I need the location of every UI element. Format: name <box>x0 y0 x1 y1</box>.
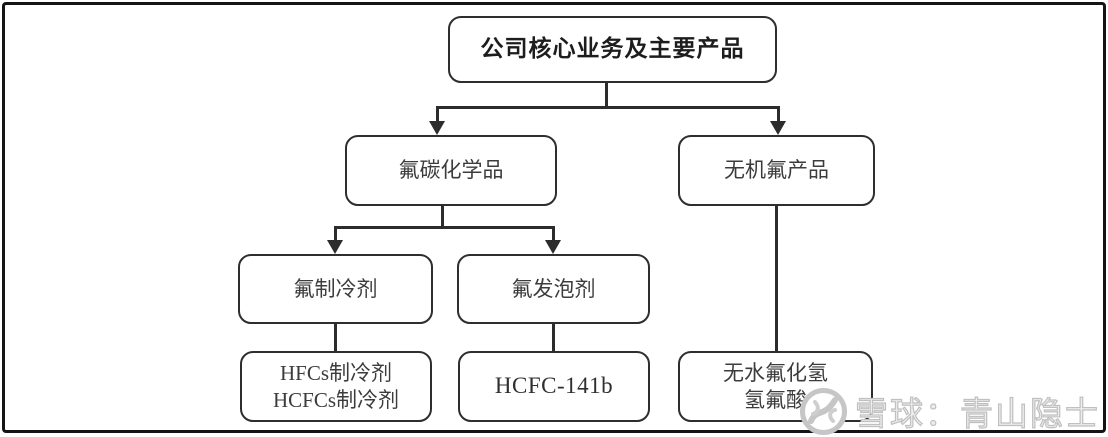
node-inorganic-fluoride-products-label: 无机氟产品 <box>724 158 829 183</box>
node-fluorine-foaming-agent: 氟发泡剂 <box>457 254 650 324</box>
connector-foaming-drop <box>552 226 555 242</box>
connector-fluorocarbon-crossbar <box>334 226 555 229</box>
arrow-down-right-branch <box>770 121 786 135</box>
connector-inorganic-to-products <box>775 204 778 352</box>
snowball-icon <box>800 387 847 435</box>
connector-refrigerant-to-products <box>334 322 337 352</box>
watermark: 雪球：青山隐士 <box>800 387 1100 435</box>
node-foaming-product: HCFC-141b <box>458 351 650 422</box>
node-root-label: 公司核心业务及主要产品 <box>480 36 745 62</box>
foaming-product-label: HCFC-141b <box>494 373 614 399</box>
node-refrigerant-products: HFCs制冷剂 HCFCs制冷剂 <box>240 351 432 422</box>
connector-refrigerant-drop <box>334 226 337 242</box>
connector-root-crossbar <box>436 106 780 109</box>
arrow-down-refrigerant <box>327 240 343 254</box>
node-fluorine-foaming-agent-label: 氟发泡剂 <box>511 276 596 301</box>
node-root: 公司核心业务及主要产品 <box>448 16 777 83</box>
inorganic-products-line2: 氢氟酸 <box>744 387 807 412</box>
arrow-down-foaming <box>545 240 561 254</box>
node-fluorocarbon-chemicals: 氟碳化学品 <box>345 135 557 206</box>
connector-foaming-to-product <box>552 322 555 352</box>
node-fluorine-refrigerant: 氟制冷剂 <box>238 254 433 324</box>
arrow-down-left-branch <box>429 121 445 135</box>
connector-root-right-drop <box>777 106 780 123</box>
connector-root-stem <box>605 83 608 109</box>
node-inorganic-fluoride-products: 无机氟产品 <box>678 135 875 206</box>
node-fluorine-refrigerant-label: 氟制冷剂 <box>293 276 378 301</box>
inorganic-products-line1: 无水氟化氢 <box>723 361 828 386</box>
refrigerant-products-line1: HFCs制冷剂 <box>279 361 393 386</box>
connector-root-left-drop <box>436 106 439 123</box>
refrigerant-products-line2: HCFCs制冷剂 <box>272 387 400 412</box>
watermark-text: 雪球：青山隐士 <box>854 394 1100 432</box>
connector-fluorocarbon-stem <box>441 204 444 229</box>
node-fluorocarbon-chemicals-label: 氟碳化学品 <box>398 158 504 183</box>
